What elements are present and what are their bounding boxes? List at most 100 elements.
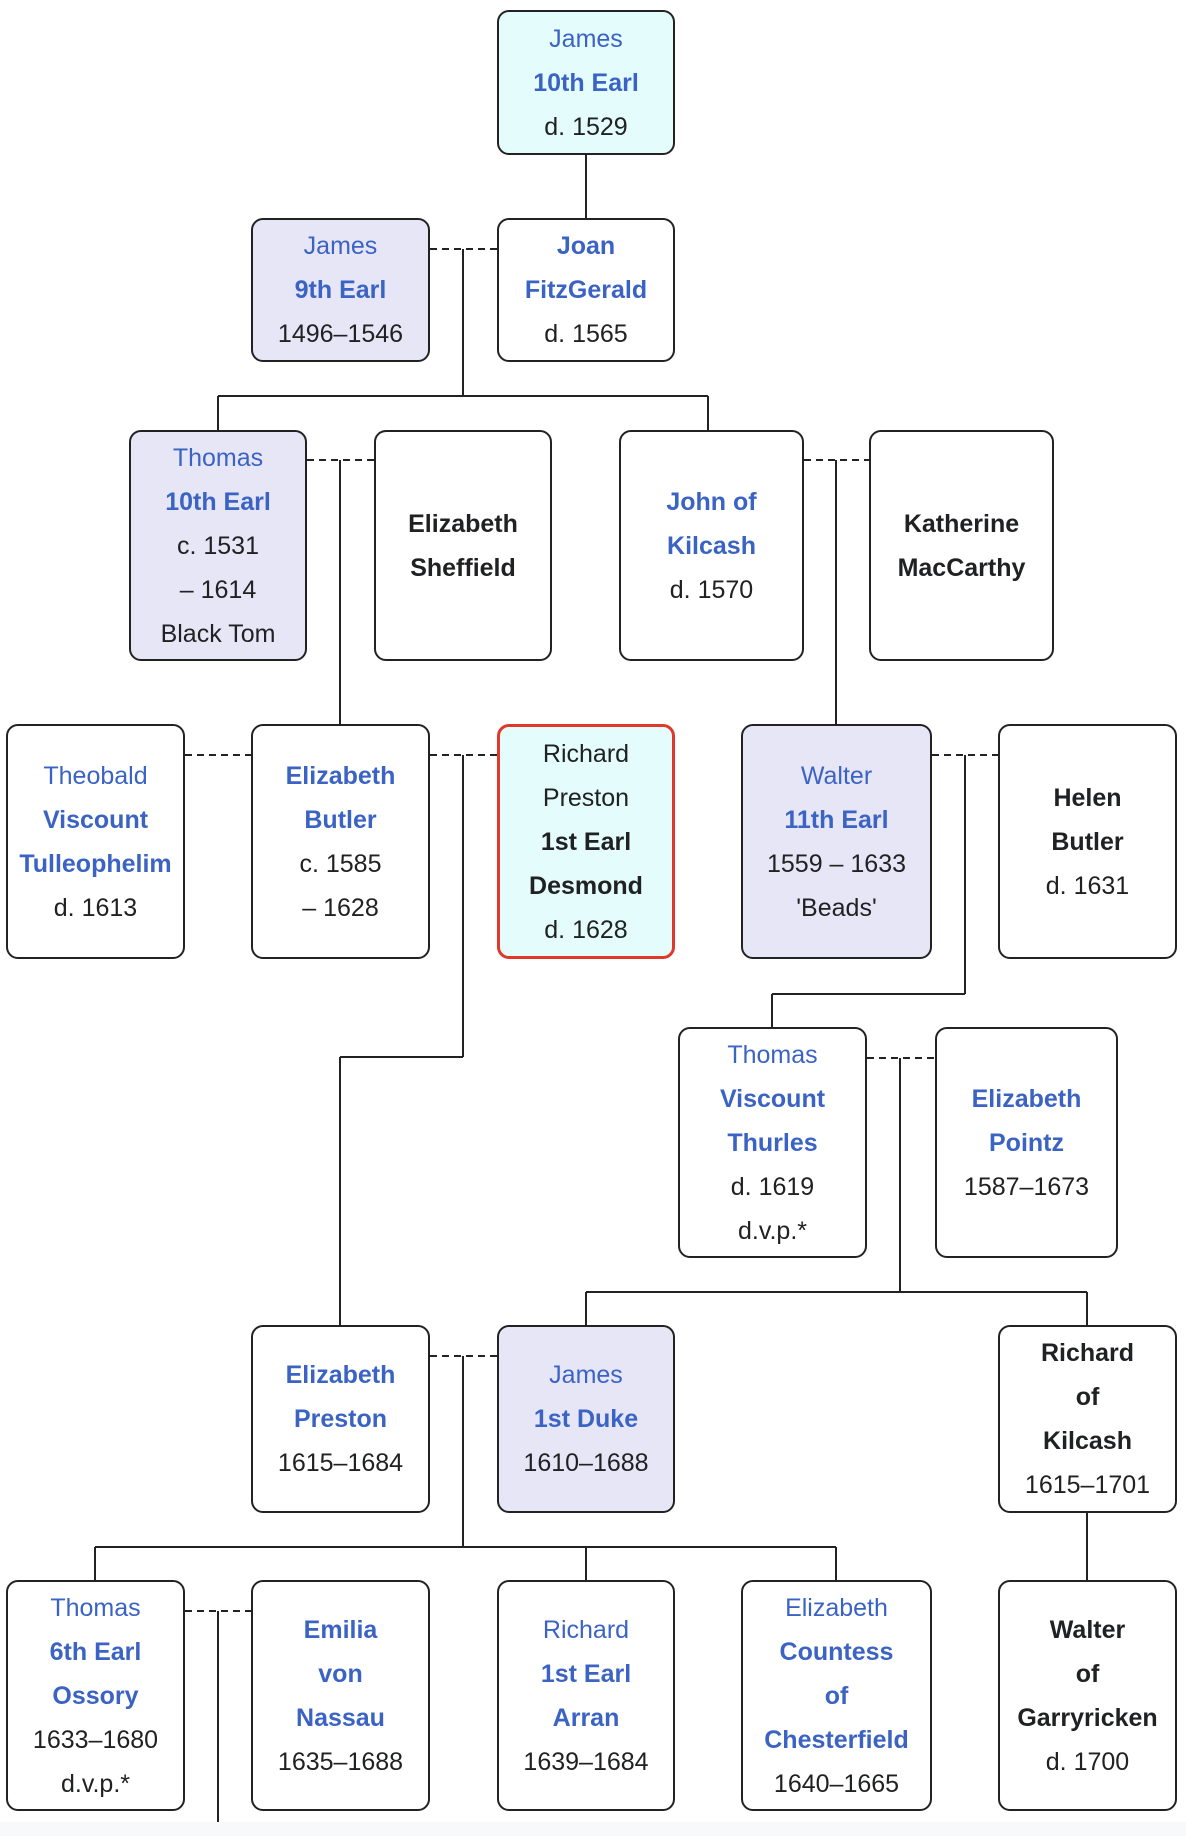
person-detail-text: 1559 – 1633 — [766, 849, 907, 878]
page-footer-strip — [0, 1822, 1186, 1836]
person-name-link[interactable]: Ossory — [52, 1681, 139, 1710]
person-name-link[interactable]: Elizabeth — [971, 1084, 1082, 1113]
person-detail-text: d. 1613 — [53, 893, 138, 922]
person-detail-text: d. 1628 — [544, 915, 628, 944]
person-detail-text: c. 1585 — [299, 849, 382, 878]
person-james-1st-duke[interactable]: James 1st Duke 1610–1688 — [497, 1325, 675, 1513]
person-detail-text: 1615–1701 — [1024, 1471, 1151, 1499]
person-walter-11th-earl[interactable]: Walter 11th Earl 1559 – 1633 'Beads' — [741, 724, 932, 959]
person-detail-text: Elizabeth — [408, 509, 518, 538]
person-name-link[interactable]: James — [549, 1361, 623, 1389]
person-detail-text: 1st Earl — [540, 827, 632, 856]
person-detail-text: 1635–1688 — [277, 1747, 404, 1776]
person-detail-text: 1496–1546 — [277, 320, 404, 348]
person-name-link[interactable]: FitzGerald — [524, 276, 648, 304]
person-detail-text: d. 1631 — [1045, 871, 1130, 900]
person-detail-text: Katherine — [903, 509, 1020, 538]
person-name-link[interactable]: Thomas — [172, 443, 264, 472]
person-name-link[interactable]: Preston — [293, 1405, 388, 1433]
person-detail-text: Garryricken — [1017, 1703, 1158, 1732]
person-detail-text: c. 1531 — [176, 531, 259, 560]
person-name-link[interactable]: Elizabeth — [285, 1361, 396, 1389]
person-name-link[interactable]: Thurles — [727, 1128, 818, 1157]
person-name-link[interactable]: von — [318, 1659, 363, 1688]
person-name-link[interactable]: James — [303, 232, 378, 260]
person-detail-text: d. 1570 — [669, 575, 754, 604]
person-name-link[interactable]: Elizabeth — [285, 761, 396, 790]
person-detail-text: Kilcash — [1043, 1427, 1132, 1455]
person-detail-text: – 1614 — [179, 575, 257, 604]
person-name-link[interactable]: 9th Earl — [294, 276, 387, 304]
person-name-link[interactable]: John of — [666, 487, 757, 516]
person-name-link[interactable]: Richard — [542, 1615, 630, 1644]
person-detail-text: Black Tom — [160, 619, 276, 648]
person-detail-text: 'Beads' — [796, 893, 877, 922]
person-detail-text: 1610–1688 — [523, 1449, 649, 1477]
person-detail-text: 1587–1673 — [963, 1172, 1090, 1201]
person-john-of-kilcash[interactable]: John of Kilcash d. 1570 — [619, 430, 804, 661]
person-name-link[interactable]: Arran — [552, 1703, 620, 1732]
person-name-link[interactable]: 10th Earl — [533, 68, 639, 97]
person-detail-text: d. 1619 — [730, 1172, 815, 1201]
person-detail-text: 1615–1684 — [277, 1449, 404, 1477]
person-name-link[interactable]: James — [549, 24, 623, 53]
person-name-link[interactable]: Pointz — [989, 1128, 1064, 1157]
person-james-10th-earl[interactable]: James 10th Earl d. 1529 — [497, 10, 675, 155]
person-detail-text: Richard — [542, 739, 630, 768]
person-detail-text: d.v.p.* — [60, 1769, 131, 1798]
person-detail-text: of — [1075, 1659, 1100, 1688]
person-detail-text: d. 1529 — [544, 112, 628, 141]
person-name-link[interactable]: Walter — [800, 761, 873, 790]
person-name-link[interactable]: 11th Earl — [784, 805, 889, 834]
person-name-link[interactable]: Tulleophelim — [19, 849, 172, 878]
person-name-link[interactable]: Theobald — [43, 761, 148, 790]
person-name-link[interactable]: Thomas — [727, 1040, 818, 1069]
person-name-link[interactable]: Viscount — [42, 805, 149, 834]
person-name-link[interactable]: 1st Duke — [533, 1405, 639, 1433]
person-detail-text: d.v.p.* — [737, 1216, 808, 1245]
person-detail-text: of — [1075, 1383, 1100, 1411]
person-detail-text: d. 1700 — [1045, 1747, 1130, 1776]
person-name-link[interactable]: Joan — [556, 232, 616, 260]
person-name-link[interactable]: Chesterfield — [764, 1725, 909, 1754]
person-name-link[interactable]: Thomas — [50, 1593, 141, 1622]
person-detail-text: Sheffield — [410, 553, 516, 582]
person-name-link[interactable]: Elizabeth — [785, 1593, 888, 1622]
person-detail-text: Helen — [1053, 783, 1122, 812]
person-name-link[interactable]: Butler — [304, 805, 377, 834]
person-name-link[interactable]: 6th Earl — [49, 1637, 142, 1666]
person-detail-text: d. 1565 — [544, 320, 628, 348]
person-name-link[interactable]: Kilcash — [667, 531, 756, 560]
person-detail-text: MacCarthy — [897, 553, 1026, 582]
person-name-link[interactable]: of — [824, 1681, 849, 1710]
person-detail-text: Preston — [542, 783, 630, 812]
person-name-link[interactable]: Viscount — [719, 1084, 826, 1113]
person-name-link[interactable]: 10th Earl — [165, 487, 271, 516]
person-name-link[interactable]: Countess — [779, 1637, 894, 1666]
person-detail-text: Richard — [1040, 1339, 1135, 1367]
person-james-9th-earl[interactable]: James 9th Earl 1496–1546 — [251, 218, 430, 362]
person-detail-text: – 1628 — [302, 893, 379, 922]
person-name-link[interactable]: 1st Earl — [540, 1659, 632, 1688]
person-name-link[interactable]: Emilia — [303, 1615, 378, 1644]
person-name-link[interactable]: Nassau — [296, 1703, 385, 1732]
person-detail-text: Butler — [1051, 827, 1124, 856]
